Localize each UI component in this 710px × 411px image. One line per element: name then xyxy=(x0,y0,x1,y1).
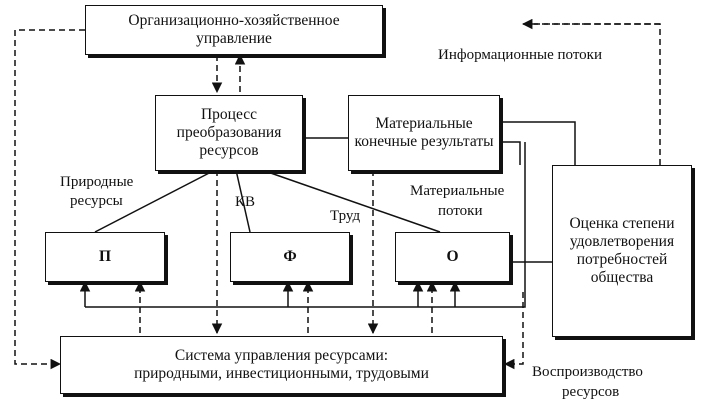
assessment-text: Оценка степени удовлетворения потребност… xyxy=(569,215,675,286)
p-label: П xyxy=(98,248,112,265)
o-box: О xyxy=(395,232,510,282)
org-management-box: Организационно-хозяйственное управление xyxy=(85,5,383,55)
f-box: Ф xyxy=(230,232,350,282)
natural-resources-label-2: ресурсы xyxy=(70,193,123,209)
reproduction-label-1: Воспроизводство xyxy=(532,364,643,380)
resource-system-box: Система управления ресурсами: природными… xyxy=(60,336,503,394)
reproduction-label-2: ресурсов xyxy=(562,384,620,400)
natural-resources-label-1: Природные xyxy=(60,174,134,190)
material-flows-label-2: потоки xyxy=(438,203,483,219)
p-box: П xyxy=(45,232,165,282)
info-flows-label: Информационные потоки xyxy=(438,47,602,63)
resource-system-line2: природными, инвестиционными, трудовыми xyxy=(134,365,429,382)
material-flows-label-1: Материальные xyxy=(410,183,505,199)
assessment-box: Оценка степени удовлетворения потребност… xyxy=(552,165,692,337)
kv-label: КВ xyxy=(235,194,256,210)
org-management-text: Организационно-хозяйственное управление xyxy=(128,12,340,47)
process-box: Процесс преобразования ресурсов xyxy=(155,95,303,171)
o-label: О xyxy=(446,248,459,265)
resource-system-line1: Система управления ресурсами: xyxy=(174,347,389,364)
f-label: Ф xyxy=(283,248,297,265)
material-results-text: Материальные конечные результаты xyxy=(354,115,494,150)
labor-label: Труд xyxy=(330,208,361,224)
process-text: Процесс преобразования ресурсов xyxy=(176,106,282,159)
material-results-box: Материальные конечные результаты xyxy=(348,95,500,171)
